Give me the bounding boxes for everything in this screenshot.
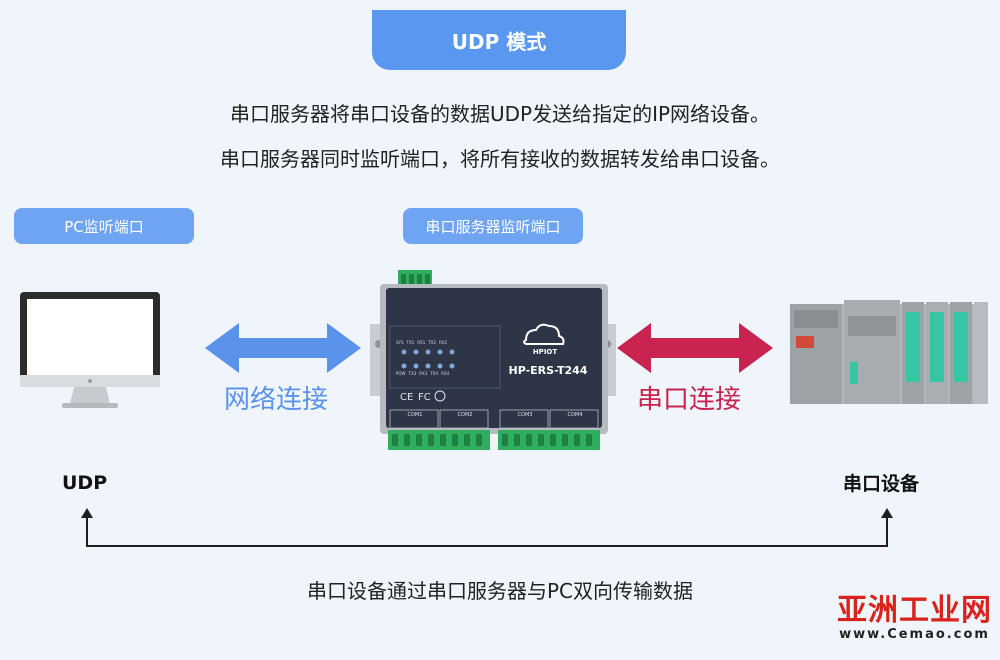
server-port-text: 串口服务器监听端口 — [425, 217, 561, 236]
device-model: HP-ERS-T244 — [508, 364, 588, 377]
led-label: RX3 — [419, 371, 428, 376]
led-label: SYS — [396, 340, 404, 345]
plc-device-icon — [790, 300, 988, 404]
serial-connection-arrow-icon — [617, 323, 773, 373]
description-line-1: 串口服务器将串口设备的数据UDP发送给指定的IP网络设备。 — [229, 102, 771, 126]
led-label: TX3 — [408, 371, 417, 376]
svg-text:CE: CE — [400, 392, 413, 403]
serial-server-device: CE FC HPIOT HP-ERS-T244 COM1 COM2 COM3 C… — [368, 266, 618, 456]
led-label: RX4 — [441, 371, 450, 376]
serial-device-label: 串口设备 — [843, 473, 920, 495]
device-port-com2: COM2 — [457, 412, 473, 418]
description-line-2: 串口服务器同时监听端口，将所有接收的数据转发给串口设备。 — [220, 147, 780, 171]
network-connection-arrow-icon — [205, 323, 361, 373]
pc-port-label: PC监听端口 — [14, 208, 194, 244]
led-label: RX2 — [439, 340, 448, 345]
mode-title: UDP 模式 — [451, 29, 547, 54]
mode-title-tab: UDP 模式 — [372, 10, 626, 70]
pc-monitor-icon — [20, 292, 160, 408]
bottom-note: 串口设备通过串口服务器与PC双向传输数据 — [306, 579, 694, 603]
led-label: RX1 — [417, 340, 426, 345]
device-brand: HPIOT — [532, 348, 558, 356]
led-label: POW — [396, 371, 406, 376]
watermark: 亚洲工业网 www.Cemao.com — [837, 593, 992, 643]
serial-link-label: 串口连接 — [637, 385, 742, 415]
device-port-com1: COM1 — [407, 412, 423, 418]
server-port-label: 串口服务器监听端口 — [403, 208, 583, 244]
watermark-main: 亚洲工业网 — [837, 593, 992, 628]
led-label: TX1 — [406, 340, 415, 345]
udp-label: UDP — [62, 472, 108, 494]
network-link-label: 网络连接 — [224, 385, 329, 415]
led-label: TX4 — [430, 371, 439, 376]
svg-text:FC: FC — [418, 392, 431, 403]
device-port-com4: COM4 — [567, 412, 583, 418]
led-label: TX2 — [428, 340, 437, 345]
device-body-icon: CE FC — [370, 270, 616, 450]
bidirectional-bracket-icon — [81, 508, 893, 547]
device-port-com3: COM3 — [517, 412, 533, 418]
device-led-labels-top: SYS TX1 RX1 TX2 RX2 — [396, 340, 466, 345]
watermark-sub: www.Cemao.com — [839, 627, 990, 642]
device-led-labels-bottom: POW TX3 RX3 TX4 RX4 — [396, 371, 466, 376]
pc-port-text: PC监听端口 — [64, 217, 144, 236]
